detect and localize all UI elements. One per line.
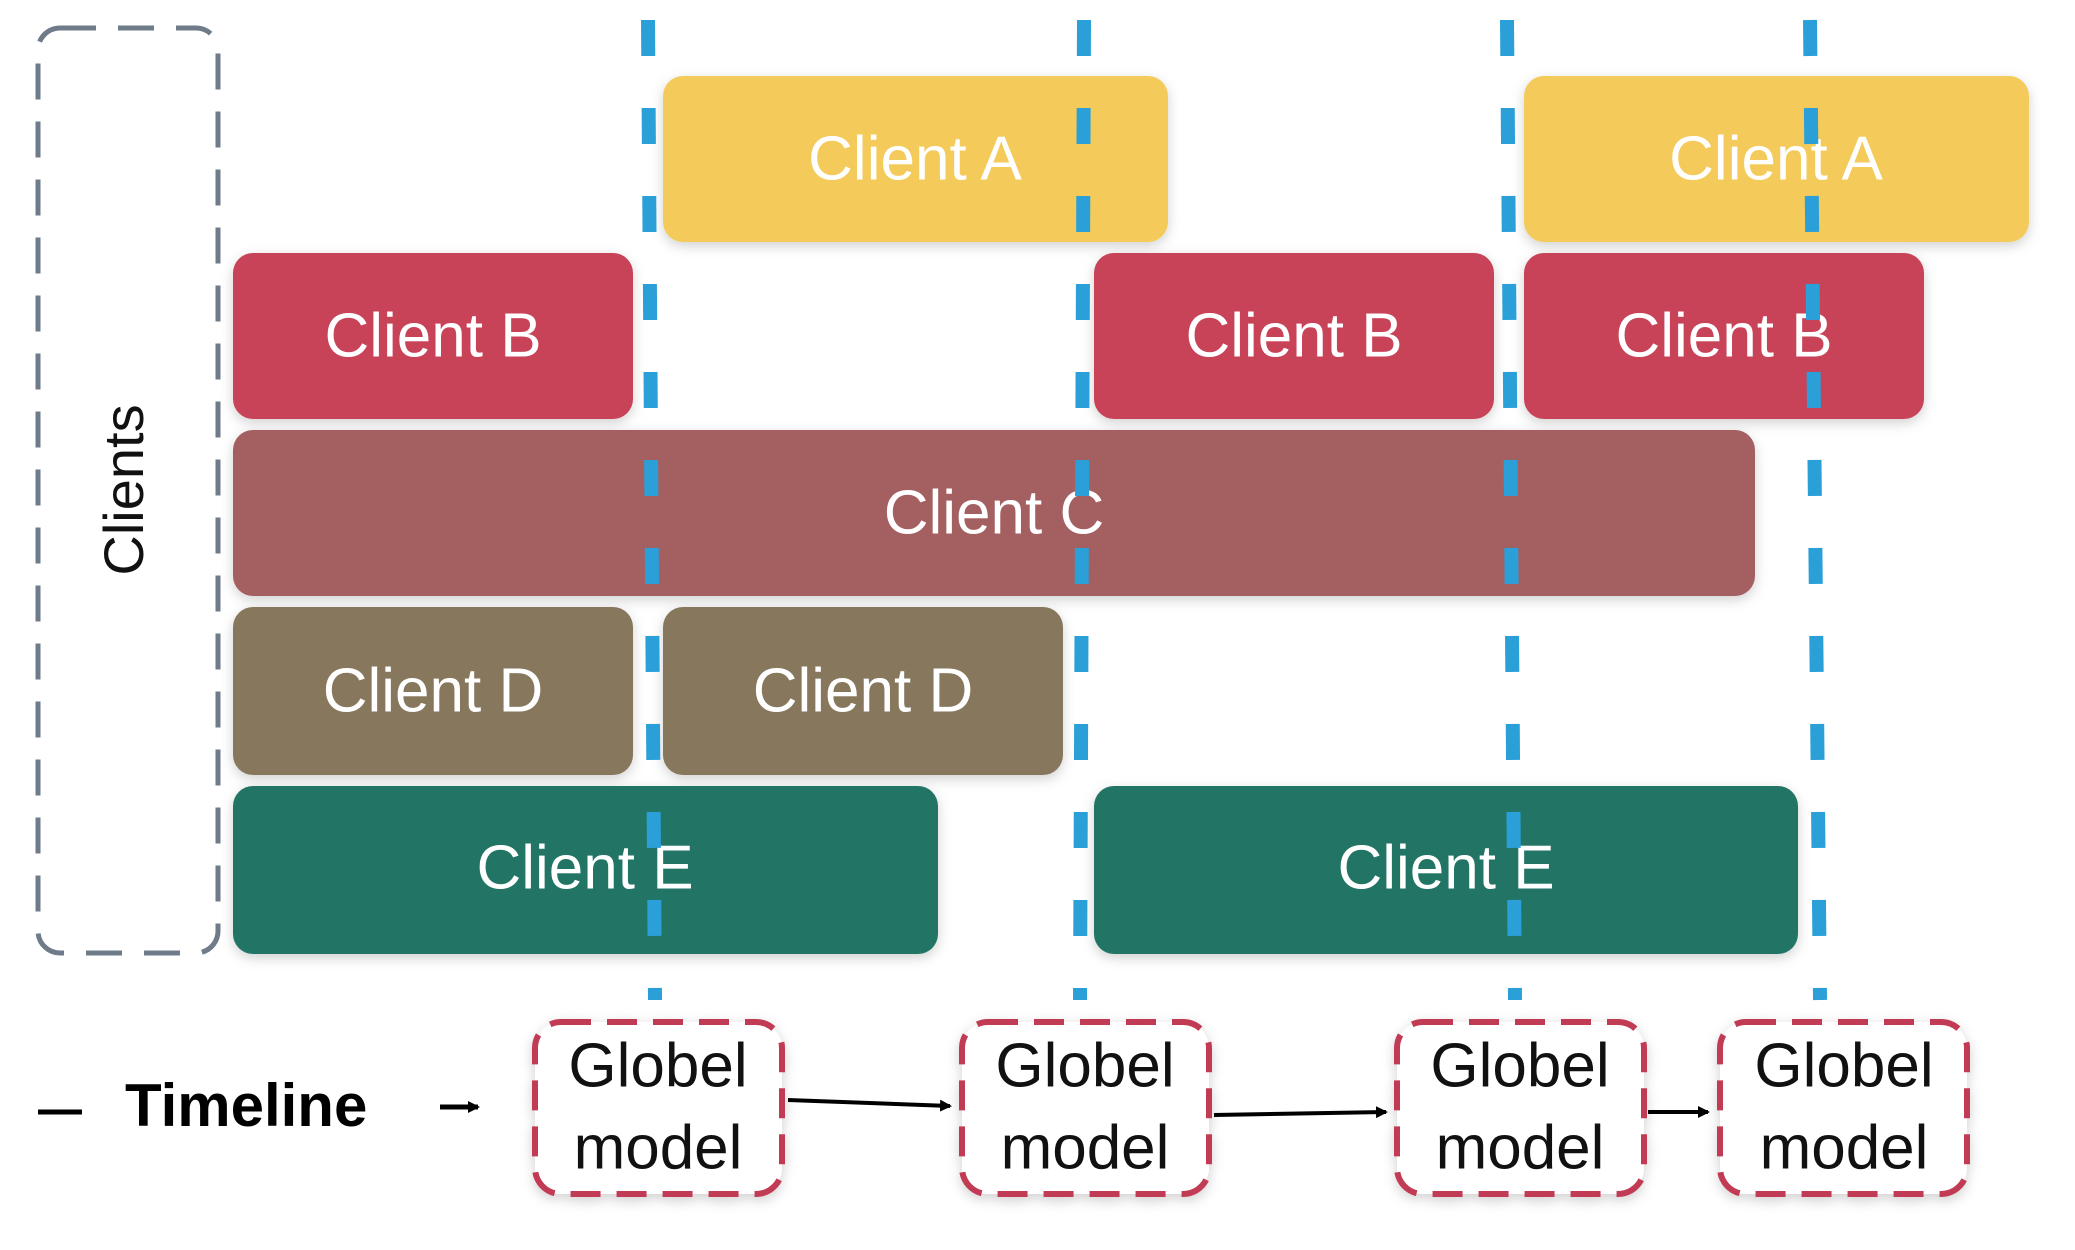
client-block-e-2-label: Client E bbox=[1337, 833, 1554, 902]
sync-line-2 bbox=[1073, 19, 1091, 1001]
client-block-d-1: Client D bbox=[233, 607, 633, 775]
client-block-a-1: Client A bbox=[663, 76, 1168, 242]
client-block-b-3: Client B bbox=[1524, 253, 1924, 419]
client-block-b-2-bg bbox=[1094, 253, 1494, 419]
clients-group-border bbox=[35, 25, 221, 956]
global-model-3-line2: model bbox=[1436, 1113, 1605, 1182]
model-arrows bbox=[787, 1098, 1710, 1119]
client-block-a-1-label: Client A bbox=[808, 124, 1022, 193]
global-model-3-line1: Globel bbox=[1430, 1031, 1609, 1100]
clients-group: Clients bbox=[35, 25, 221, 956]
clients-label: Clients bbox=[92, 404, 155, 575]
global-model-3: Globel model bbox=[1394, 1019, 1647, 1197]
client-block-c-1: Client C bbox=[233, 430, 1755, 596]
global-model-2-line2: model bbox=[1001, 1113, 1170, 1182]
sync-line-3 bbox=[1500, 19, 1522, 1001]
global-model-4: Globel model bbox=[1717, 1019, 1970, 1197]
global-model-1-line1: Globel bbox=[568, 1031, 747, 1100]
global-model-2-border bbox=[959, 1019, 1212, 1197]
global-model-1: Globel model bbox=[532, 1019, 785, 1197]
client-block-b-3-bg bbox=[1524, 253, 1924, 419]
client-block-d-1-bg bbox=[233, 607, 633, 775]
global-model-2: Globel model bbox=[959, 1019, 1212, 1197]
global-model-2-line1: Globel bbox=[995, 1031, 1174, 1100]
client-block-d-2: Client D bbox=[663, 607, 1063, 775]
client-block-e-1-bg bbox=[233, 786, 938, 954]
sync-line-1 bbox=[641, 19, 662, 1001]
client-block-e-1-label: Client E bbox=[476, 833, 693, 902]
global-models: Globel model Globel model Globel model G… bbox=[532, 1019, 1970, 1197]
sync-line-4 bbox=[1803, 19, 1827, 1001]
global-model-1-border bbox=[532, 1019, 785, 1197]
model-arrow-1 bbox=[787, 1098, 952, 1112]
global-model-1-line2: model bbox=[574, 1113, 743, 1182]
model-arrow-2 bbox=[1213, 1106, 1388, 1119]
global-model-4-border bbox=[1717, 1019, 1970, 1197]
client-block-a-2-label: Client A bbox=[1669, 124, 1883, 193]
client-block-e-2-bg bbox=[1094, 786, 1798, 954]
sync-lines bbox=[641, 19, 1827, 1001]
client-block-b-2-label: Client B bbox=[1185, 301, 1402, 370]
client-block-a-1-bg bbox=[663, 76, 1168, 242]
client-block-e-2: Client E bbox=[1094, 786, 1798, 954]
client-block-c-1-label: Client C bbox=[884, 478, 1105, 547]
client-block-b-3-label: Client B bbox=[1615, 301, 1832, 370]
client-block-b-1-label: Client B bbox=[324, 301, 541, 370]
client-block-b-1: Client B bbox=[233, 253, 633, 419]
global-model-4-line2: model bbox=[1760, 1113, 1929, 1182]
timeline-label: Timeline bbox=[125, 1072, 367, 1139]
timeline: Timeline bbox=[38, 1072, 480, 1139]
client-block-b-2: Client B bbox=[1094, 253, 1494, 419]
client-block-a-2-bg bbox=[1524, 76, 2029, 242]
global-model-4-line1: Globel bbox=[1754, 1031, 1933, 1100]
client-block-e-1: Client E bbox=[233, 786, 938, 954]
client-block-d-2-label: Client D bbox=[753, 656, 974, 725]
client-block-a-2: Client A bbox=[1524, 76, 2029, 242]
client-block-d-2-bg bbox=[663, 607, 1063, 775]
global-model-3-border bbox=[1394, 1019, 1647, 1197]
client-block-b-1-bg bbox=[233, 253, 633, 419]
client-blocks: Client A Client A Client B Client B Clie… bbox=[233, 76, 2029, 954]
client-block-c-1-bg bbox=[233, 430, 1755, 596]
client-block-d-1-label: Client D bbox=[323, 656, 544, 725]
